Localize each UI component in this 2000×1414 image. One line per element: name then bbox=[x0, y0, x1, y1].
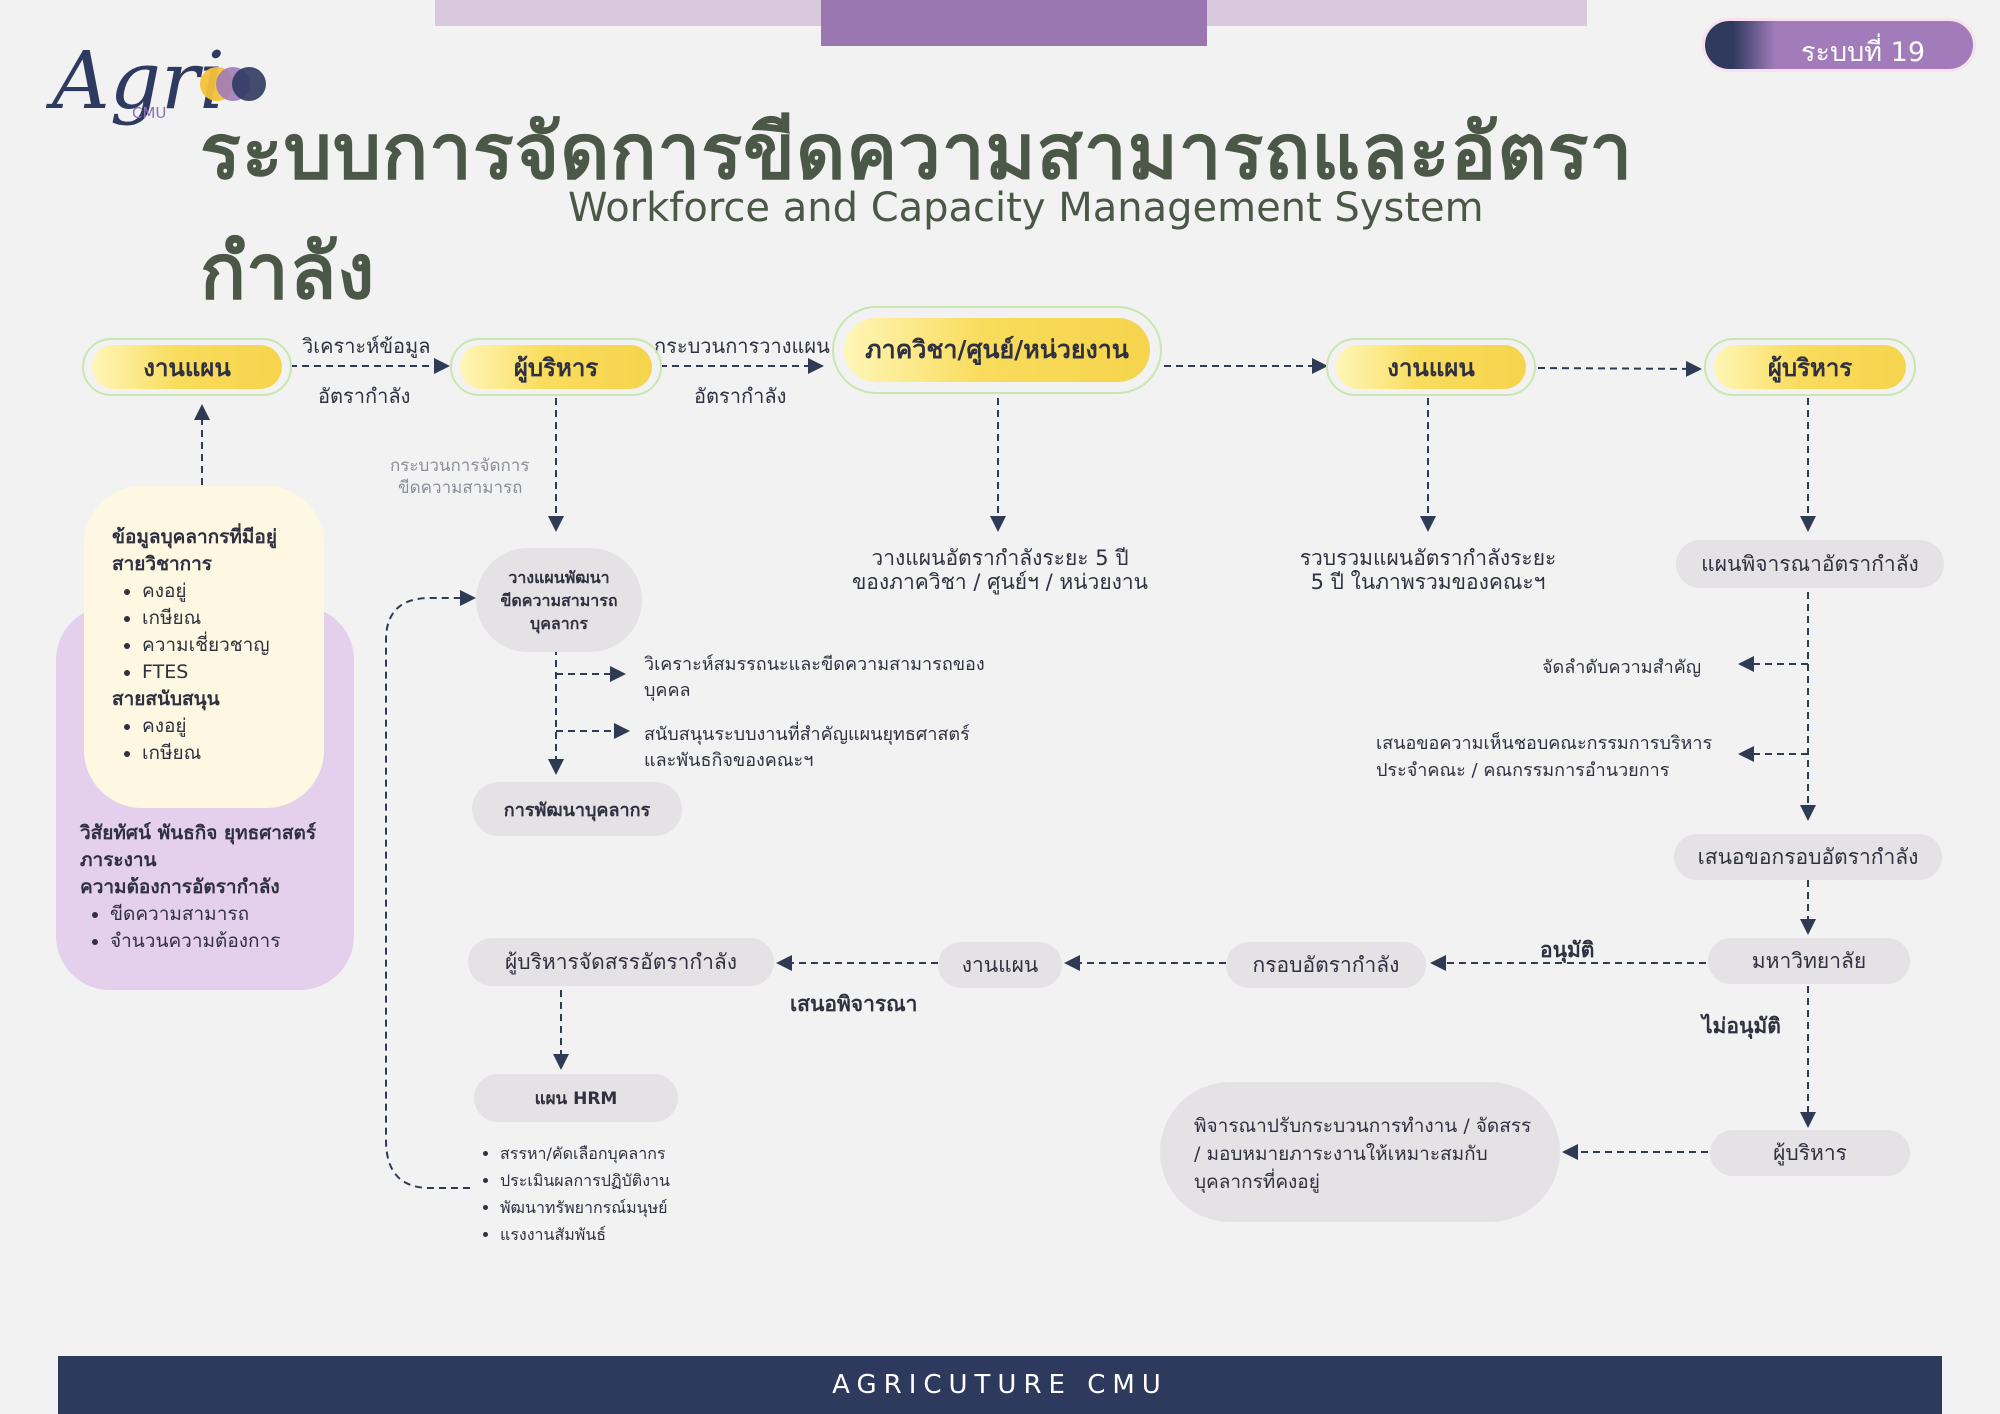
develop-note-1: วิเคราะห์สมรรถนะและขีดความสามารถของ บุคค… bbox=[644, 652, 985, 704]
hrm-items: สรรหา/คัดเลือกบุคลากร ประเมินผลการปฏิบัต… bbox=[472, 1140, 670, 1248]
page-subtitle: Workforce and Capacity Management System bbox=[568, 185, 1484, 231]
staff-heading-academic: สายวิชาการ bbox=[112, 553, 213, 575]
support-list: คงอยู่ เกษียณ bbox=[112, 713, 277, 767]
develop-note-2-line-2: และพันธกิจของคณะฯ bbox=[644, 750, 814, 771]
agri-cmu-logo: Agri CMU bbox=[52, 34, 292, 150]
dept-plan-line-2: ของภาควิชา / ศูนย์ฯ / หน่วยงาน bbox=[851, 570, 1149, 594]
develop-plan-line-2: ขีดความสามารถ bbox=[500, 590, 618, 610]
node-plan-1: งานแผน bbox=[92, 345, 282, 389]
vision-content: วิสัยทัศน์ พันธกิจ ยุทธศาสตร์ ภาระงาน คว… bbox=[80, 820, 316, 955]
develop-plan-line-3: บุคลากร bbox=[530, 613, 588, 633]
node-develop-plan: วางแผนพัฒนา ขีดความสามารถ บุคลากร bbox=[476, 548, 642, 652]
edge-label-propose: เสนอพิจารณา bbox=[790, 992, 918, 1016]
badge-label: ระบบที่ 19 bbox=[1801, 37, 1926, 68]
node-plan-1-frame: งานแผน bbox=[82, 338, 292, 396]
collect-plan-line-1: รวบรวมแผนอัตรากำลังระยะ bbox=[1299, 546, 1557, 570]
list-item: ขีดความสามารถ bbox=[110, 901, 316, 928]
develop-plan-line-1: วางแผนพัฒนา bbox=[508, 567, 610, 587]
list-item: จำนวนความต้องการ bbox=[110, 928, 316, 955]
node-consider-plan: แผนพิจารณาอัตรากำลัง bbox=[1676, 540, 1944, 588]
node-adjust: พิจารณาปรับกระบวนการทำงาน / จัดสรร / มอบ… bbox=[1160, 1082, 1560, 1222]
node-frame: กรอบอัตรากำลัง bbox=[1226, 942, 1426, 988]
academic-list: คงอยู่ เกษียณ ความเชี่ยวชาญ FTES bbox=[112, 578, 277, 686]
node-exec-1-frame: ผู้บริหาร bbox=[450, 338, 662, 396]
node-plan-2: งานแผน bbox=[1336, 345, 1526, 389]
edge-label-analyze-top: วิเคราะห์ข้อมูล bbox=[302, 334, 431, 358]
edge-label-capacity-mgmt-2: ขีดความสามารถ bbox=[398, 478, 523, 498]
staff-heading-support: สายสนับสนุน bbox=[112, 688, 220, 710]
develop-note-1-line-2: บุคคล bbox=[644, 680, 691, 701]
vision-line-3: ความต้องการอัตรากำลัง bbox=[80, 876, 280, 898]
list-item: เกษียณ bbox=[142, 605, 277, 632]
system-number-badge: ระบบที่ 19 bbox=[1702, 18, 1976, 72]
node-exec-1: ผู้บริหาร bbox=[460, 345, 652, 389]
edge-label-process-top: กระบวนการวางแผน bbox=[654, 334, 830, 358]
adjust-text: พิจารณาปรับกระบวนการทำงาน / จัดสรร / มอบ… bbox=[1194, 1112, 1531, 1196]
node-exec-2-frame: ผู้บริหาร bbox=[1704, 338, 1916, 396]
node-plan-3: งานแผน bbox=[938, 942, 1062, 988]
list-item: ประเมินผลการปฏิบัติงาน bbox=[500, 1167, 670, 1194]
node-plan-2-frame: งานแผน bbox=[1326, 338, 1536, 396]
list-item: เกษียณ bbox=[142, 740, 277, 767]
edge-label-capacity-mgmt-1: กระบวนการจัดการ bbox=[390, 456, 530, 476]
node-propose-frame: เสนอขอกรอบอัตรากำลัง bbox=[1674, 834, 1942, 880]
staff-heading-1: ข้อมูลบุคลากรที่มีอยู่ bbox=[112, 526, 277, 548]
badge-accent bbox=[1705, 21, 1775, 69]
dept-plan-line-1: วางแผนอัตรากำลังระยะ 5 ปี bbox=[871, 546, 1129, 570]
node-hr-develop: การพัฒนาบุคลากร bbox=[472, 782, 682, 836]
list-item: สรรหา/คัดเลือกบุคลากร bbox=[500, 1140, 670, 1167]
top-bar-center bbox=[821, 0, 1207, 46]
top-bar-right bbox=[1207, 0, 1587, 26]
collect-plan-line-2: 5 ปี ในภาพรวมของคณะฯ bbox=[1310, 570, 1546, 594]
adjust-line-1: พิจารณาปรับกระบวนการทำงาน / จัดสรร bbox=[1194, 1115, 1532, 1137]
node-exec-allocate: ผู้บริหารจัดสรรอัตรากำลัง bbox=[468, 938, 774, 986]
dept-plan-text: วางแผนอัตรากำลังระยะ 5 ปี ของภาควิชา / ศ… bbox=[840, 546, 1160, 594]
priority-text: จัดลำดับความสำคัญ bbox=[1542, 657, 1702, 678]
vision-line-2: ภาระงาน bbox=[80, 849, 157, 871]
node-exec-2: ผู้บริหาร bbox=[1714, 345, 1906, 389]
committee-text: เสนอขอความเห็นชอบคณะกรรมการบริหาร ประจำค… bbox=[1376, 730, 1712, 784]
top-bar-left bbox=[435, 0, 821, 26]
vision-line-1: วิสัยทัศน์ พันธกิจ ยุทธศาสตร์ bbox=[80, 822, 317, 844]
develop-note-2-line-1: สนับสนุนระบบงานที่สำคัญแผนยุทธศาสตร์ bbox=[644, 724, 970, 745]
list-item: คงอยู่ bbox=[142, 578, 277, 605]
committee-line-2: ประจำคณะ / คณกรรมการอำนวยการ bbox=[1376, 760, 1670, 781]
footer-bar: AGRICUTURE CMU bbox=[58, 1356, 1942, 1414]
vision-list: ขีดความสามารถ จำนวนความต้องการ bbox=[80, 901, 316, 955]
edge-label-not-approve: ไม่อนุมัติ bbox=[1702, 1014, 1781, 1038]
edge-label-analyze-bottom: อัตรากำลัง bbox=[318, 384, 411, 408]
hrm-list: สรรหา/คัดเลือกบุคลากร ประเมินผลการปฏิบัต… bbox=[472, 1140, 670, 1248]
develop-note-1-line-1: วิเคราะห์สมรรถนะและขีดความสามารถของ bbox=[644, 654, 985, 675]
list-item: คงอยู่ bbox=[142, 713, 277, 740]
footer-label: AGRICUTURE CMU bbox=[832, 1370, 1168, 1400]
develop-note-2: สนับสนุนระบบงานที่สำคัญแผนยุทธศาสตร์ และ… bbox=[644, 722, 970, 774]
list-item: พัฒนาทรัพยากรณ์มนุษย์ bbox=[500, 1194, 670, 1221]
logo-cmu-text: CMU bbox=[132, 104, 167, 122]
node-exec-3: ผู้บริหาร bbox=[1710, 1130, 1910, 1176]
node-hrm: แผน HRM bbox=[474, 1074, 678, 1122]
node-dept: ภาควิชา/ศูนย์/หน่วยงาน bbox=[844, 318, 1150, 382]
list-item: FTES bbox=[142, 659, 277, 686]
node-university: มหาวิทยาลัย bbox=[1708, 938, 1910, 984]
logo-wordmark: Agri bbox=[52, 34, 225, 127]
adjust-line-2: / มอบหมายภาระงานให้เหมาะสมกับ bbox=[1194, 1143, 1488, 1165]
list-item: แรงงานสัมพันธ์ bbox=[500, 1221, 670, 1248]
staff-data-box: ข้อมูลบุคลากรที่มีอยู่ สายวิชาการ คงอยู่… bbox=[84, 486, 324, 808]
edge-label-approve: อนุมัติ bbox=[1540, 938, 1595, 962]
edge-label-process-bottom: อัตรากำลัง bbox=[694, 384, 787, 408]
committee-line-1: เสนอขอความเห็นชอบคณะกรรมการบริหาร bbox=[1376, 733, 1713, 754]
page-title: ระบบการจัดการขีดความสามารถและอัตรากำลัง bbox=[200, 107, 1634, 316]
list-item: ความเชี่ยวชาญ bbox=[142, 632, 277, 659]
adjust-line-3: บุคลากรที่คงอยู่ bbox=[1194, 1171, 1320, 1193]
collect-plan-text: รวบรวมแผนอัตรากำลังระยะ 5 ปี ในภาพรวมของ… bbox=[1272, 546, 1584, 594]
node-dept-frame: ภาควิชา/ศูนย์/หน่วยงาน bbox=[832, 306, 1162, 394]
logo-dot-navy bbox=[232, 67, 266, 101]
staff-content: ข้อมูลบุคลากรที่มีอยู่ สายวิชาการ คงอยู่… bbox=[112, 524, 277, 767]
